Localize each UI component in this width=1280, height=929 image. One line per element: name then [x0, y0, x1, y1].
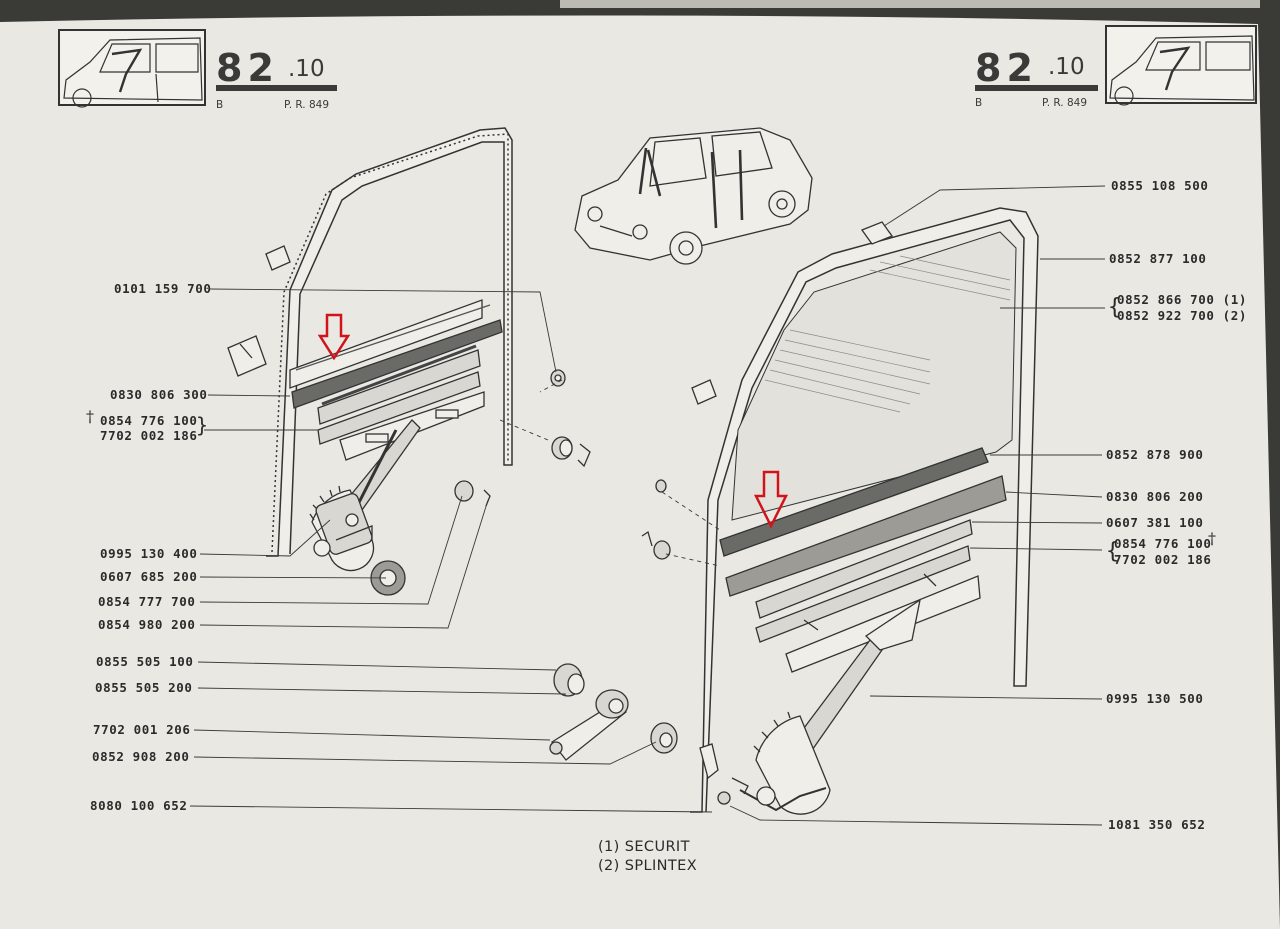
right-door-frame	[690, 207, 1039, 813]
right-glass-shading	[764, 255, 1011, 413]
brace-mark: {	[1108, 295, 1122, 320]
part-label: 0855 108 500	[1111, 178, 1209, 193]
down-arrow-icon	[317, 313, 351, 361]
part-label: 0852 922 700 (2)	[1117, 308, 1248, 323]
part-label: 0854 776 100	[1114, 536, 1212, 551]
part-label: 0855 505 100	[96, 654, 194, 669]
part-label: 0852 877 100	[1109, 251, 1207, 266]
section-ref-left: P. R. 849	[284, 99, 330, 111]
part-label: 0852 878 900	[1106, 447, 1204, 462]
dagger-mark: †	[86, 407, 95, 426]
part-label: 7702 002 186	[1114, 552, 1212, 567]
section-letter-right: B	[975, 97, 983, 109]
part-label: 0995 130 500	[1106, 691, 1204, 706]
part-label: 7702 002 186	[100, 428, 198, 443]
part-label: 0854 776 100	[100, 413, 198, 428]
part-label: 0854 980 200	[98, 617, 196, 632]
left-regulator	[309, 419, 421, 572]
section-letter-left: B	[216, 99, 224, 111]
section-ref-right: P. R. 849	[1042, 97, 1088, 109]
right-channels	[719, 447, 1007, 673]
down-arrow-icon	[753, 470, 789, 529]
part-label: 0607 685 200	[100, 569, 198, 584]
section-number-right: 82	[975, 46, 1038, 90]
part-label: 8080 100 652	[90, 798, 188, 813]
car-thumbnail-icon	[1105, 25, 1257, 106]
footnote-securit: (1) SECURIT	[598, 839, 690, 855]
part-label: 0830 806 200	[1106, 489, 1204, 504]
car-overview-icon	[574, 127, 813, 265]
part-label: 1081 350 652	[1108, 817, 1206, 832]
section-number-left: 82	[216, 46, 279, 90]
right-small-parts	[641, 221, 894, 560]
part-label: 0855 505 200	[95, 680, 193, 695]
part-label: 0101 159 700	[114, 281, 212, 296]
section-suffix-left: .10	[288, 56, 325, 82]
car-thumbnail-icon	[58, 29, 206, 108]
brace-mark: }	[196, 413, 209, 437]
right-regulator	[699, 598, 921, 815]
footnote-splintex: (2) SPLINTEX	[598, 858, 698, 874]
section-suffix-right: .10	[1048, 54, 1085, 80]
part-label: 7702 001 206	[93, 722, 191, 737]
part-label: 0852 866 700 (1)	[1117, 292, 1248, 307]
part-label: 0995 130 400	[100, 546, 198, 561]
part-label: 0830 806 300	[110, 387, 208, 402]
part-label: 0607 381 100	[1106, 515, 1204, 530]
leader-lines	[189, 185, 1106, 826]
part-label: 0852 908 200	[92, 749, 190, 764]
part-label: 0854 777 700	[98, 594, 196, 609]
dagger-mark: †	[1208, 529, 1217, 548]
brace-mark: {	[1106, 539, 1120, 564]
left-small-parts	[227, 245, 678, 761]
left-door-frame	[266, 127, 513, 557]
